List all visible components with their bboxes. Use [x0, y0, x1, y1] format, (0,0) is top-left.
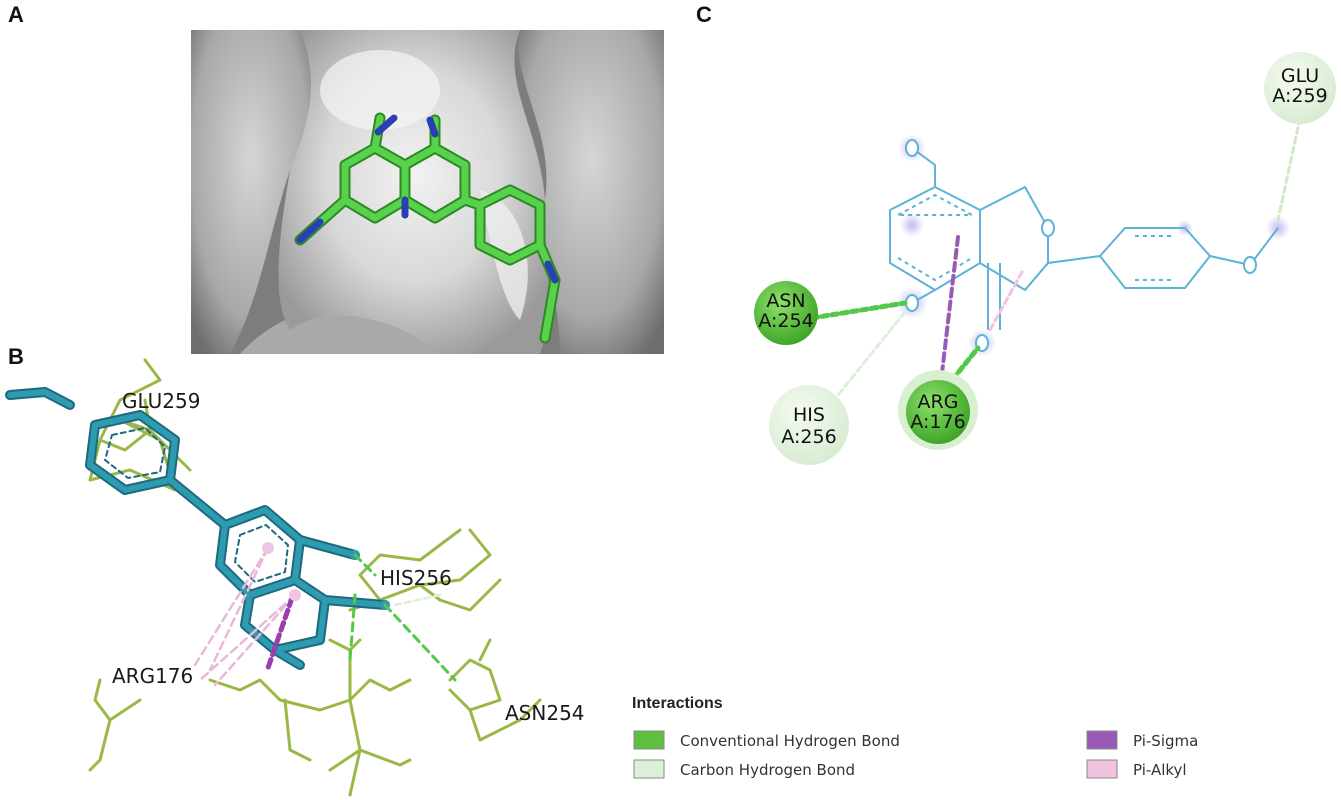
panel-b-ligand-sticks: [5, 387, 390, 670]
legend-swatch-pi-sigma: [1086, 730, 1118, 750]
residue-glu259-name: GLU: [1281, 65, 1319, 87]
residue-asn254-id: A:254: [758, 310, 813, 332]
residue-asn254-name: ASN: [766, 290, 805, 312]
panel-c-ligand: [889, 147, 1279, 330]
residue-asn254: ASN A:254: [754, 281, 818, 345]
residue-arg176-name: ARG: [918, 391, 959, 413]
legend-swatch-carbon: [633, 759, 665, 779]
panel-c-atom-labels: [905, 139, 1257, 352]
panel-a-letter: A: [8, 2, 24, 27]
legend-label-pi-sigma: Pi-Sigma: [1133, 732, 1198, 750]
residue-glu259: GLU A:259: [1264, 52, 1336, 124]
legend-swatch-pi-alkyl: [1086, 759, 1118, 779]
panel-c-letter: C: [696, 2, 712, 27]
residue-his256-id: A:256: [781, 426, 836, 448]
legend-label-conventional: Conventional Hydrogen Bond: [680, 732, 900, 750]
panel-b-interaction-lines: [193, 542, 457, 687]
legend-label-carbon: Carbon Hydrogen Bond: [680, 761, 855, 779]
label-arg176: ARG176: [112, 664, 193, 688]
legend: Interactions Conventional Hydrogen Bond …: [632, 695, 1198, 779]
panel-b-letter: B: [8, 344, 24, 369]
legend-title: Interactions: [632, 695, 723, 712]
docked-ligand: [294, 112, 561, 344]
legend-label-pi-alkyl: Pi-Alkyl: [1133, 761, 1187, 779]
residue-arg176: ARG A:176: [898, 370, 978, 450]
label-his256: HIS256: [380, 566, 452, 590]
legend-swatch-conventional: [633, 730, 665, 750]
residue-his256-name: HIS: [793, 404, 825, 426]
label-asn254: ASN254: [505, 701, 585, 725]
residue-his256: HIS A:256: [769, 385, 849, 465]
residue-arg176-id: A:176: [910, 411, 965, 433]
residue-glu259-id: A:259: [1272, 85, 1327, 107]
label-glu259: GLU259: [122, 389, 200, 413]
panel-a-surface: [191, 30, 664, 354]
panel-c-halos: [896, 134, 1290, 357]
